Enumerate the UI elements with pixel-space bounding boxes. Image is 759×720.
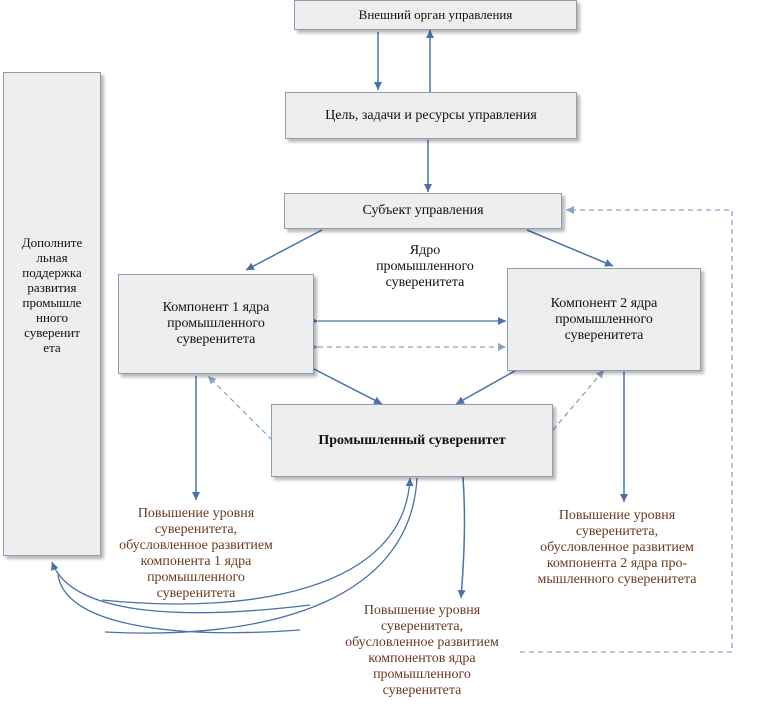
goals-label: Цель, задачи и ресурсы управления xyxy=(325,107,537,123)
curve-outcome3-to-sovereignty xyxy=(104,477,418,634)
support-box: Дополните льная поддержка развития промы… xyxy=(3,72,101,556)
arrow-sovereignty-to-component2-dashed xyxy=(552,369,605,431)
outcome3-label: Повышение уровня суверенитета, обусловле… xyxy=(345,603,499,698)
subject-box: Субъект управления xyxy=(284,193,562,229)
outcome2-label: Повышение уровня суверенитета, обусловле… xyxy=(537,508,697,587)
arrow-component1-to-sovereignty xyxy=(311,367,383,405)
external-management-body-box: Внешний орган управления xyxy=(294,0,577,30)
sovereignty-label: Промышленный суверенитет xyxy=(318,432,506,448)
arrow-subject-to-component2 xyxy=(526,229,614,267)
core-label: Ядро промышленного суверенитета xyxy=(376,243,474,290)
curve-outcome1-to-sovereignty xyxy=(101,477,414,605)
arrow-subject-to-component1 xyxy=(245,229,323,271)
goals-box: Цель, задачи и ресурсы управления xyxy=(285,92,577,139)
outcome1-label: Повышение уровня суверенитета, обусловле… xyxy=(119,506,273,601)
component2-label: Компонент 2 ядра промышленного суверенит… xyxy=(550,295,658,343)
support-label: Дополните льная поддержка развития промы… xyxy=(21,235,83,355)
dashed-feedback-to-subject xyxy=(520,206,733,653)
component1-box: Компонент 1 ядра промышленного суверенит… xyxy=(118,274,314,374)
curve-to-support-1 xyxy=(50,561,311,614)
arrow-sovereignty-to-outcome3 xyxy=(457,476,466,599)
arrow-sovereignty-to-component1-dashed xyxy=(207,375,273,441)
component1-label: Компонент 1 ядра промышленного суверенит… xyxy=(162,300,270,347)
subject-label: Субъект управления xyxy=(362,203,484,218)
component2-box: Компонент 2 ядра промышленного суверенит… xyxy=(507,268,701,371)
sovereignty-box: Промышленный суверенитет xyxy=(271,404,553,477)
curve-to-support-2 xyxy=(57,574,301,634)
arrow-component2-to-sovereignty xyxy=(455,367,521,405)
external-management-body-label: Внешний орган управления xyxy=(358,7,513,22)
